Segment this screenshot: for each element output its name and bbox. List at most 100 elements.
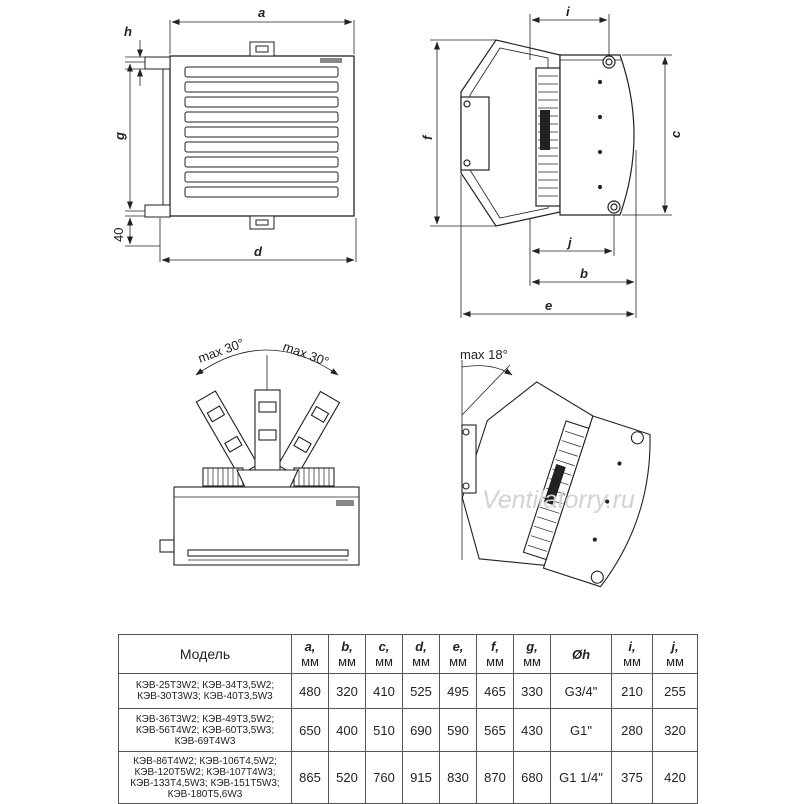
- model-line: КЭВ-120Т5W2; КЭВ-107Т4W3;: [134, 766, 276, 778]
- col-symbol: i,: [628, 639, 636, 654]
- watermark-text: Ventilatorry.ru: [482, 486, 635, 514]
- value-cell: 690: [402, 708, 440, 752]
- col-unit: мм: [486, 654, 504, 669]
- col-header-g: g,мм: [513, 634, 551, 674]
- model-line: КЭВ-69Т4W3: [174, 735, 236, 747]
- front-dimensions: [125, 19, 357, 263]
- value-cell: 330: [513, 673, 551, 709]
- tilt-front-view: [159, 349, 360, 566]
- spec-table-header-row: Модель a,мм b,мм c,мм d,мм e,мм f,мм g,м…: [118, 634, 698, 674]
- col-unit: мм: [375, 654, 393, 669]
- value-cell: G1 1/4": [550, 751, 612, 804]
- dim-i-label: i: [566, 4, 570, 19]
- table-row: КЭВ-36Т3W2; КЭВ-49Т3,5W2;КЭВ-56Т4W2; КЭВ…: [118, 708, 698, 752]
- table-row: КЭВ-86Т4W2; КЭВ-106Т4,5W2;КЭВ-120Т5W2; К…: [118, 751, 698, 804]
- col-symbol: g,: [526, 639, 538, 654]
- value-cell: 320: [652, 708, 698, 752]
- technical-drawing: a d h g 40: [111, 4, 683, 588]
- col-header-c: c,мм: [365, 634, 403, 674]
- value-cell: 680: [513, 751, 551, 804]
- value-cell: 565: [476, 708, 514, 752]
- side-dimensions: [430, 14, 672, 318]
- col-unit: мм: [301, 654, 319, 669]
- col-header-h: Øh: [550, 634, 612, 674]
- col-symbol: c,: [378, 639, 390, 654]
- col-symbol: a,: [304, 639, 316, 654]
- dim-e-label: e: [545, 298, 552, 313]
- value-cell: 495: [439, 673, 477, 709]
- col-unit: мм: [449, 654, 467, 669]
- dim-a-label: a: [258, 5, 265, 20]
- model-line: КЭВ-30Т3W3; КЭВ-40Т3,5W3: [137, 691, 273, 702]
- dim-c-label: c: [668, 130, 683, 138]
- col-symbol: e,: [452, 639, 464, 654]
- col-header-e: e,мм: [439, 634, 477, 674]
- tilt-right-angle-label: max 30°: [281, 339, 331, 369]
- value-cell: 400: [328, 708, 366, 752]
- col-symbol: b,: [341, 639, 353, 654]
- value-cell: 210: [611, 673, 653, 709]
- value-cell: 865: [291, 751, 329, 804]
- model-cell: КЭВ-25Т3W2; КЭВ-34Т3,5W2;КЭВ-30Т3W3; КЭВ…: [118, 673, 292, 709]
- value-cell: 520: [328, 751, 366, 804]
- col-header-a: a,мм: [291, 634, 329, 674]
- model-line: КЭВ-25Т3W2; КЭВ-34Т3,5W2;: [135, 680, 275, 691]
- model-line: КЭВ-36Т3W2; КЭВ-49Т3,5W2;: [135, 713, 275, 725]
- value-cell: 375: [611, 751, 653, 804]
- col-header-i: i,мм: [611, 634, 653, 674]
- value-cell: 410: [365, 673, 403, 709]
- tilt-left-angle-label: max 30°: [196, 335, 246, 365]
- model-line: КЭВ-56Т4W2; КЭВ-60Т3,5W3;: [135, 724, 275, 736]
- value-cell: 590: [439, 708, 477, 752]
- model-line: КЭВ-86Т4W2; КЭВ-106Т4,5W2;: [133, 755, 277, 767]
- value-cell: 525: [402, 673, 440, 709]
- dim-b-label: b: [580, 266, 588, 281]
- model-line: КЭВ-180Т5,6W3: [167, 788, 243, 800]
- value-cell: 430: [513, 708, 551, 752]
- col-header-j: j,мм: [652, 634, 698, 674]
- value-cell: G1": [550, 708, 612, 752]
- col-unit: мм: [666, 654, 684, 669]
- col-unit: мм: [338, 654, 356, 669]
- dim-h-label: h: [124, 24, 132, 39]
- col-symbol: Øh: [571, 646, 591, 662]
- col-symbol: j,: [671, 639, 679, 654]
- col-symbol: f,: [491, 639, 499, 654]
- value-cell: 465: [476, 673, 514, 709]
- value-cell: 320: [328, 673, 366, 709]
- value-cell: 420: [652, 751, 698, 804]
- side-view: [460, 39, 635, 227]
- col-header-f: f,мм: [476, 634, 514, 674]
- dim-g-label: g: [112, 132, 127, 141]
- dim-d-label: d: [254, 244, 263, 259]
- model-cell: КЭВ-86Т4W2; КЭВ-106Т4,5W2;КЭВ-120Т5W2; К…: [118, 751, 292, 804]
- col-unit: мм: [523, 654, 541, 669]
- spec-table: Модель a,мм b,мм c,мм d,мм e,мм f,мм g,м…: [118, 634, 698, 804]
- value-cell: 480: [291, 673, 329, 709]
- dim-40-label: 40: [111, 228, 126, 242]
- model-cell: КЭВ-36Т3W2; КЭВ-49Т3,5W2;КЭВ-56Т4W2; КЭВ…: [118, 708, 292, 752]
- table-row: КЭВ-25Т3W2; КЭВ-34Т3,5W2;КЭВ-30Т3W3; КЭВ…: [118, 673, 698, 709]
- value-cell: 830: [439, 751, 477, 804]
- value-cell: 510: [365, 708, 403, 752]
- tilt-side-view: [461, 360, 651, 588]
- col-symbol: d,: [415, 639, 427, 654]
- value-cell: 255: [652, 673, 698, 709]
- front-view: [144, 41, 355, 230]
- front-louvers: [184, 66, 339, 198]
- tilt-side-angle-label: max 18°: [460, 347, 508, 362]
- col-unit: мм: [623, 654, 641, 669]
- value-cell: G3/4": [550, 673, 612, 709]
- value-cell: 650: [291, 708, 329, 752]
- col-header-model: Модель: [118, 634, 292, 674]
- value-cell: 915: [402, 751, 440, 804]
- col-header-d: d,мм: [402, 634, 440, 674]
- dim-j-label: j: [566, 235, 572, 250]
- model-line: КЭВ-133Т4,5W3; КЭВ-151Т5W3;: [130, 777, 280, 789]
- col-unit: мм: [412, 654, 430, 669]
- value-cell: 760: [365, 751, 403, 804]
- col-header-b: b,мм: [328, 634, 366, 674]
- dim-f-label: f: [420, 134, 435, 140]
- value-cell: 280: [611, 708, 653, 752]
- value-cell: 870: [476, 751, 514, 804]
